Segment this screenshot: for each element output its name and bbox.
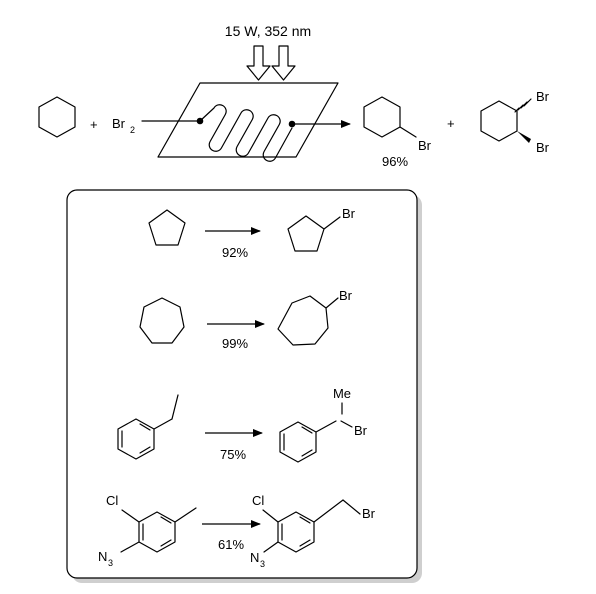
svg-text:61%: 61% bbox=[218, 537, 244, 552]
light-conditions: 15 W, 352 nm bbox=[225, 23, 311, 39]
svg-text:92%: 92% bbox=[222, 245, 248, 260]
plus-sign: + bbox=[90, 117, 98, 132]
svg-text:Br: Br bbox=[342, 206, 356, 221]
svg-text:Br: Br bbox=[339, 288, 353, 303]
svg-text:Cl: Cl bbox=[252, 493, 264, 508]
svg-text:3: 3 bbox=[260, 559, 265, 569]
cyclohexane-structure bbox=[38, 96, 76, 138]
svg-text:Me: Me bbox=[333, 386, 351, 401]
svg-text:Cl: Cl bbox=[106, 493, 118, 508]
plus-sign-2: + bbox=[447, 116, 455, 131]
light-arrow-icon bbox=[246, 45, 296, 81]
svg-text:N: N bbox=[98, 549, 107, 564]
svg-text:Br: Br bbox=[536, 140, 550, 155]
example-cyclopentane: 92% Br bbox=[148, 206, 356, 260]
svg-text:Br: Br bbox=[418, 138, 432, 153]
svg-text:Br: Br bbox=[354, 423, 368, 438]
svg-text:N: N bbox=[250, 550, 259, 565]
svg-text:3: 3 bbox=[108, 558, 113, 568]
example-ethylbenzene: 75% Me Br bbox=[117, 386, 368, 463]
svg-text:2: 2 bbox=[130, 125, 135, 135]
yield-top: 96% bbox=[382, 154, 408, 169]
svg-text:99%: 99% bbox=[222, 336, 248, 351]
example-cycloheptane: 99% Br bbox=[139, 288, 353, 351]
svg-text:Br: Br bbox=[536, 89, 550, 104]
flow-reactor-icon bbox=[157, 82, 339, 162]
svg-text:Br: Br bbox=[112, 116, 126, 131]
example-aryl-azide: Cl N 3 61% Br Cl N 3 bbox=[98, 493, 376, 569]
bromocyclohexane-structure: Br bbox=[363, 96, 432, 153]
svg-text:Br: Br bbox=[362, 506, 376, 521]
svg-text:75%: 75% bbox=[220, 447, 246, 462]
dibromocyclohexane-structure: Br Br bbox=[480, 89, 550, 155]
scope-box bbox=[66, 189, 418, 579]
bromine-reagent: Br 2 bbox=[112, 116, 135, 135]
